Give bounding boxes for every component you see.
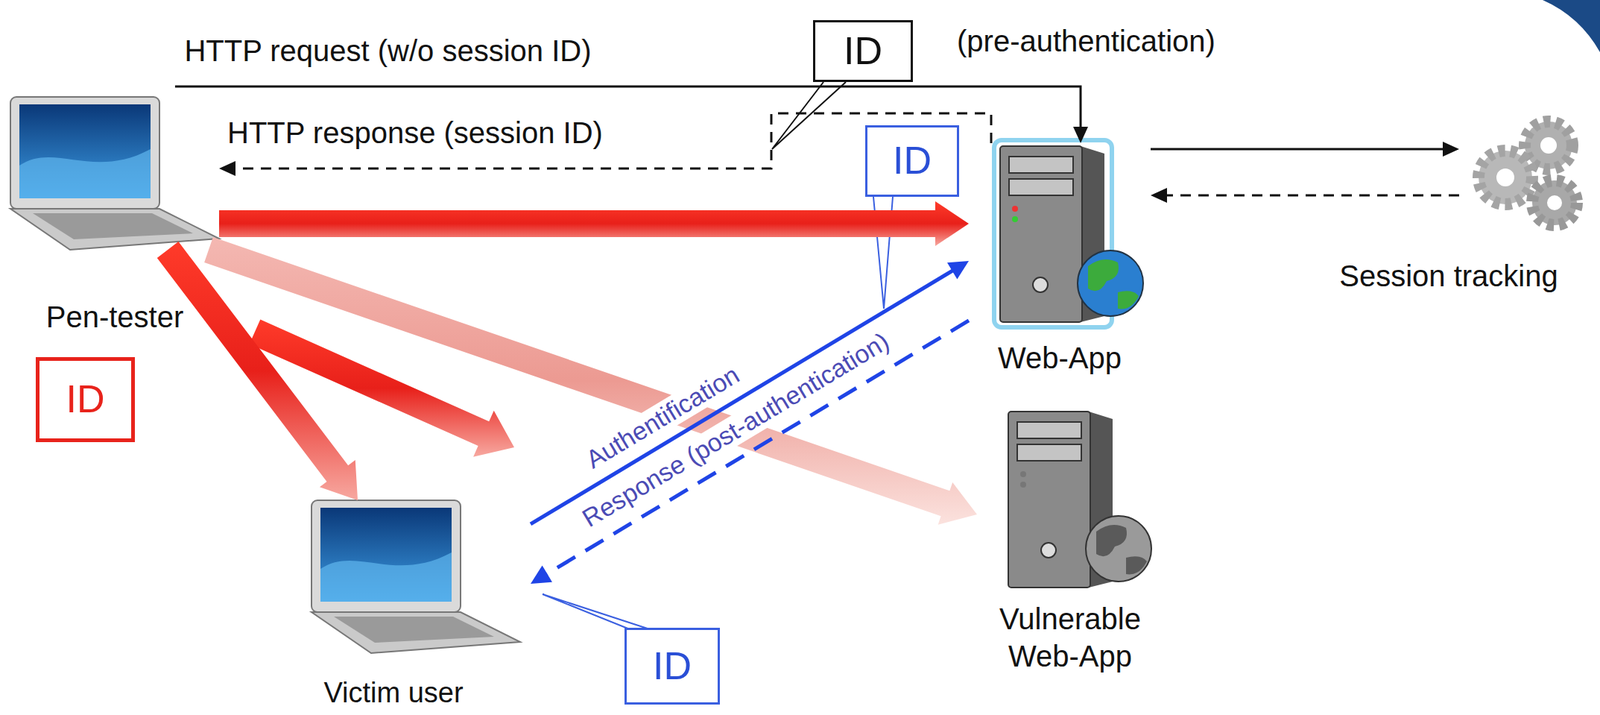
arrow-line xyxy=(530,267,958,524)
arrow-head xyxy=(1150,187,1168,203)
id-label: ID xyxy=(66,377,106,422)
id-callout: ID xyxy=(624,627,720,705)
id-label: ID xyxy=(892,138,932,184)
victim-user-node: Victim user xyxy=(311,500,531,653)
attack-arrow xyxy=(219,201,969,246)
server-icon xyxy=(994,140,1144,328)
session-tracking-node: Session tracking xyxy=(1459,111,1592,235)
arrow-line xyxy=(541,320,969,577)
callout-leader xyxy=(542,593,655,631)
laptop-icon xyxy=(10,96,220,250)
id-label: ID xyxy=(652,643,692,689)
flow-arrow xyxy=(1150,141,1460,157)
id-callout: ID xyxy=(865,125,960,197)
node-label: Victim user xyxy=(323,675,463,711)
web-app-node: Web-App xyxy=(968,143,1151,325)
id-box: ID xyxy=(35,356,135,442)
gears-icon xyxy=(1478,121,1577,226)
callout-leader xyxy=(772,81,846,150)
id-label: ID xyxy=(843,29,883,74)
edge-label: HTTP response (session ID) xyxy=(224,115,606,150)
node-label: Web-App xyxy=(997,339,1122,377)
attack-arrow xyxy=(204,236,977,525)
flow-arrow xyxy=(530,320,969,584)
server-icon xyxy=(1008,411,1152,588)
arrow-head xyxy=(947,260,969,280)
attack-arrow xyxy=(157,241,358,501)
arrow-body xyxy=(157,241,358,501)
flow-arrow xyxy=(530,260,969,524)
arrow-body xyxy=(204,236,977,525)
vulnerable-web-app-node: Vulnerable Web-App xyxy=(976,408,1164,592)
note-label: (pre-authentication) xyxy=(956,23,1216,59)
flow-arrow xyxy=(1150,187,1460,203)
node-label: Pen-tester xyxy=(46,298,185,336)
id-callout: ID xyxy=(813,20,913,82)
laptop-icon xyxy=(311,500,521,653)
arrow-head xyxy=(1073,126,1089,144)
arrow-head xyxy=(1442,141,1460,157)
arrow-head xyxy=(530,564,553,584)
arrow-head xyxy=(219,160,236,176)
arrow-line xyxy=(1164,193,1460,196)
pen-tester-node: Pen-tester xyxy=(10,86,220,250)
arrow-body xyxy=(219,201,969,246)
edge-label: HTTP request (w/o session ID) xyxy=(181,33,594,68)
arrow-line xyxy=(1150,147,1446,150)
node-label: Vulnerable Web-App xyxy=(973,599,1168,675)
corner-decoration xyxy=(1542,0,1600,53)
node-label: Session tracking xyxy=(1339,257,1558,295)
